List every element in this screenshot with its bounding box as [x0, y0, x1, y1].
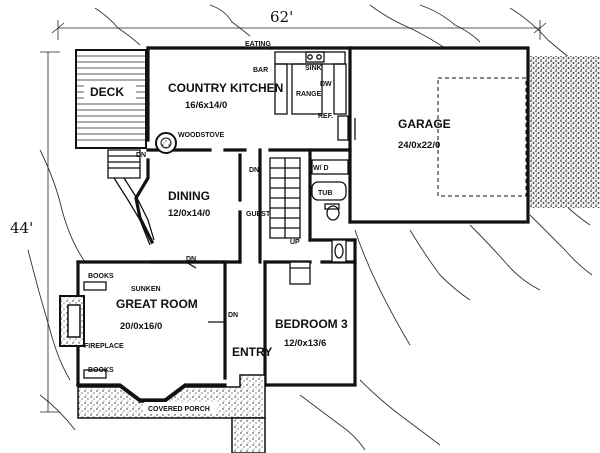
kitchen-name: COUNTRY KITCHEN [168, 81, 283, 95]
dn-entry: DN [228, 312, 238, 319]
great-room-name: GREAT ROOM [116, 297, 198, 311]
washer-dryer-label: W/ D [313, 165, 329, 172]
bedroom-name: BEDROOM 3 [275, 317, 348, 331]
interior-stair [269, 157, 301, 239]
tub-label: TUB [318, 190, 332, 197]
books-bottom: BOOKS [88, 367, 114, 374]
dn-stair: DN [249, 167, 259, 174]
up-label: UP [290, 239, 300, 246]
guest-label: GUEST [246, 211, 271, 218]
width-label: 62' [270, 8, 293, 26]
eating-bar-line1: EATING [245, 41, 271, 48]
books-top: BOOKS [88, 273, 114, 280]
bedroom-size: 12/0x13/6 [284, 338, 326, 349]
entry-label: ENTRY [232, 345, 272, 359]
bookshelves [83, 281, 107, 379]
sink-label: SINK [305, 65, 322, 72]
fireplace [59, 295, 85, 347]
dishwasher-label: DW [320, 81, 332, 88]
fireplace-label: FIREPLACE [84, 343, 124, 350]
dn-great-room-top: DN [186, 256, 196, 263]
woodstove-label: WOODSTOVE [178, 132, 224, 139]
garage-size: 24/0x22/0 [398, 140, 440, 151]
garage-door [354, 77, 527, 197]
driveway [528, 56, 600, 208]
depth-dimension: 44' [10, 51, 60, 413]
porch-label: COVERED PORCH [148, 406, 210, 413]
width-dimension: 62' [51, 8, 547, 40]
depth-label: 44' [10, 219, 33, 237]
bath-fixtures [311, 159, 349, 263]
eating-bar-line2: BAR [253, 67, 268, 74]
range-label: RANGE [296, 91, 322, 98]
great-room-step [185, 261, 226, 323]
covered-porch [77, 374, 266, 453]
deck-label: DECK [90, 85, 124, 99]
great-room-size: 20/0x16/0 [120, 321, 162, 332]
dining-size: 12/0x14/0 [168, 208, 210, 219]
kitchen-counters [274, 51, 349, 141]
dining-name: DINING [168, 189, 210, 203]
sunken-label: SUNKEN [131, 286, 161, 293]
deck: DECK [75, 49, 147, 149]
garage-name: GARAGE [398, 117, 451, 131]
deck-stairs [107, 149, 155, 246]
bedroom-closet [289, 261, 311, 285]
kitchen-size: 16/6x14/0 [185, 100, 227, 111]
dn-deck: DN [136, 152, 146, 159]
refrigerator-label: REF. [318, 113, 333, 120]
woodstove [155, 132, 177, 154]
